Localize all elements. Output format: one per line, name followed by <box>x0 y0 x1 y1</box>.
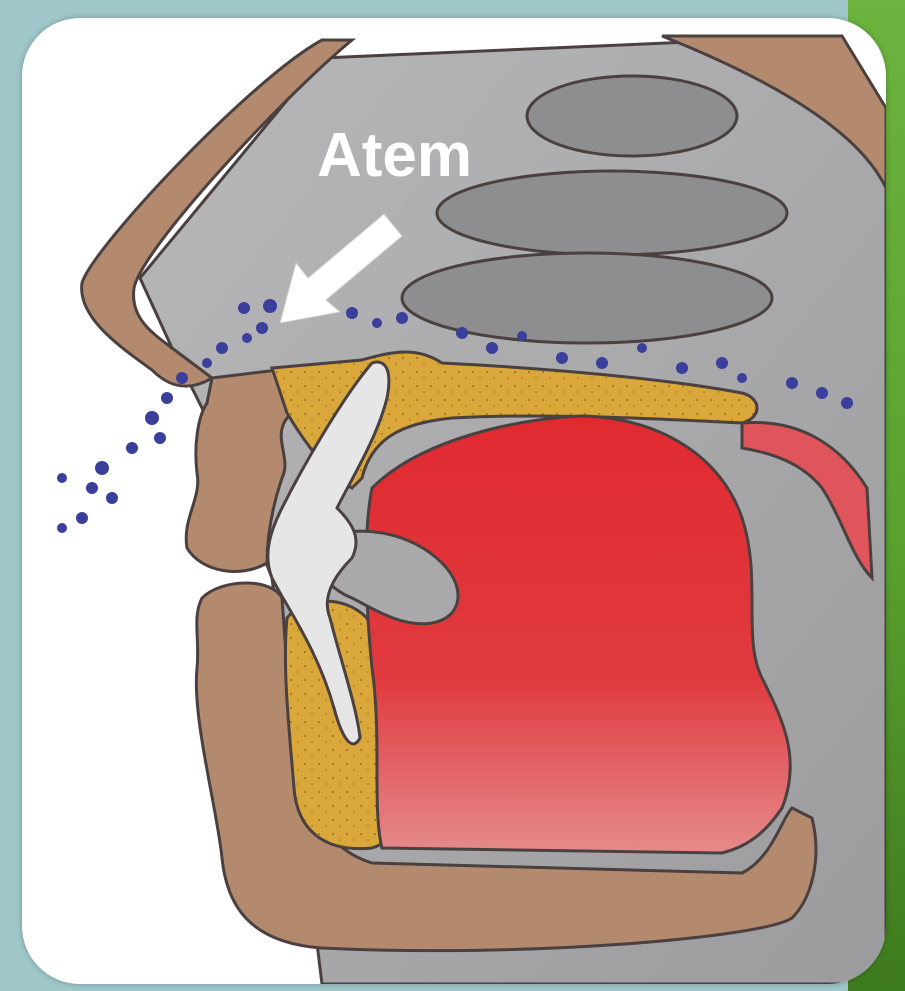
turbinate-middle <box>437 171 787 255</box>
anatomy-diagram: Atem <box>22 18 886 984</box>
diagram-card: Atem <box>22 18 886 984</box>
turbinate-top <box>527 76 737 156</box>
atem-label: Atem <box>317 121 472 190</box>
